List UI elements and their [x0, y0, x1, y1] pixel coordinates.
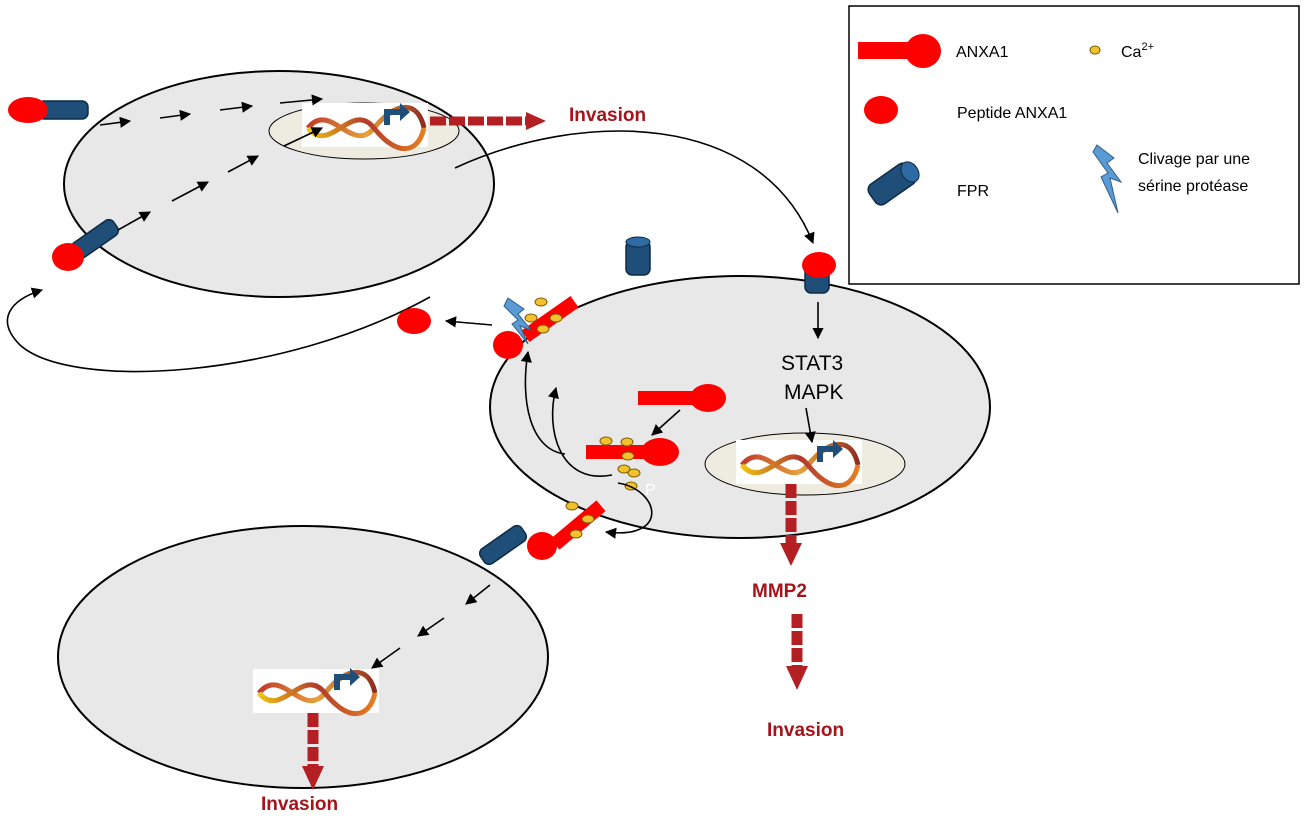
pathway-to-nucleus-arrow: [804, 407, 816, 444]
legend-fpr-label: FPR: [957, 183, 989, 200]
mmp2-label: MMP2: [752, 581, 807, 602]
fpr-receptor-icon: [478, 524, 528, 566]
anxa1-legend-icon: [858, 34, 941, 68]
secretion-to-receptor-arrow: [454, 130, 815, 245]
dna-icon: [253, 668, 379, 717]
fpr-receptor-bound-icon: [802, 252, 836, 294]
mapk-label: MAPK: [784, 381, 844, 404]
calcium-legend-icon: [1089, 45, 1101, 55]
dna-icon: [302, 103, 428, 152]
phosphorylation-label: P: [645, 482, 656, 499]
legend-calcium-label: Ca2+: [1121, 41, 1154, 61]
stat3-label: STAT3: [781, 352, 843, 375]
invasion-arrow-icon: [786, 614, 808, 690]
legend-anxa1-label: ANXA1: [956, 44, 1009, 61]
anxa1-peptide-icon: [397, 308, 431, 334]
cleavage-legend-icon: [1092, 144, 1123, 214]
anxa1-membrane-bound-icon: [527, 500, 606, 560]
anxa1-membrane-bound-icon: [493, 296, 579, 359]
cleavage-release-arrow: [444, 316, 493, 328]
invasion-arrow-icon: [780, 484, 802, 566]
cleavage-icon: [503, 297, 533, 345]
fpr-receptor-icon: [52, 218, 120, 271]
invasion-label: Invasion: [767, 720, 844, 741]
fpr-receptor-icon: [8, 97, 89, 123]
fpr-receptor-icon: [625, 236, 651, 276]
legend-cleavage-label: Clivage par une: [1138, 151, 1250, 168]
membrane-translocation-arrows: [520, 350, 653, 539]
invasion-label: Invasion: [569, 105, 646, 126]
invasion-label: Invasion: [261, 794, 338, 815]
legend-peptide-label: Peptide ANXA1: [957, 105, 1067, 122]
fpr-legend-icon: [867, 161, 920, 206]
invasion-arrow-icon: [302, 713, 324, 790]
peptide-to-top-cell-arrow: [6, 287, 431, 373]
signaling-dashed-arrows: [99, 94, 324, 231]
dna-icon: [736, 440, 862, 489]
signaling-dashed-arrows: [371, 584, 491, 669]
calcium-binding-arrow: [651, 409, 681, 436]
peptide-legend-icon: [864, 96, 898, 124]
bottom-left-cell: [57, 525, 549, 789]
legend-cleavage-label: sérine protéase: [1138, 178, 1248, 195]
anxa1-protein-icon: [638, 384, 726, 412]
invasion-arrow-icon: [430, 112, 546, 130]
top-left-cell: [63, 70, 495, 298]
